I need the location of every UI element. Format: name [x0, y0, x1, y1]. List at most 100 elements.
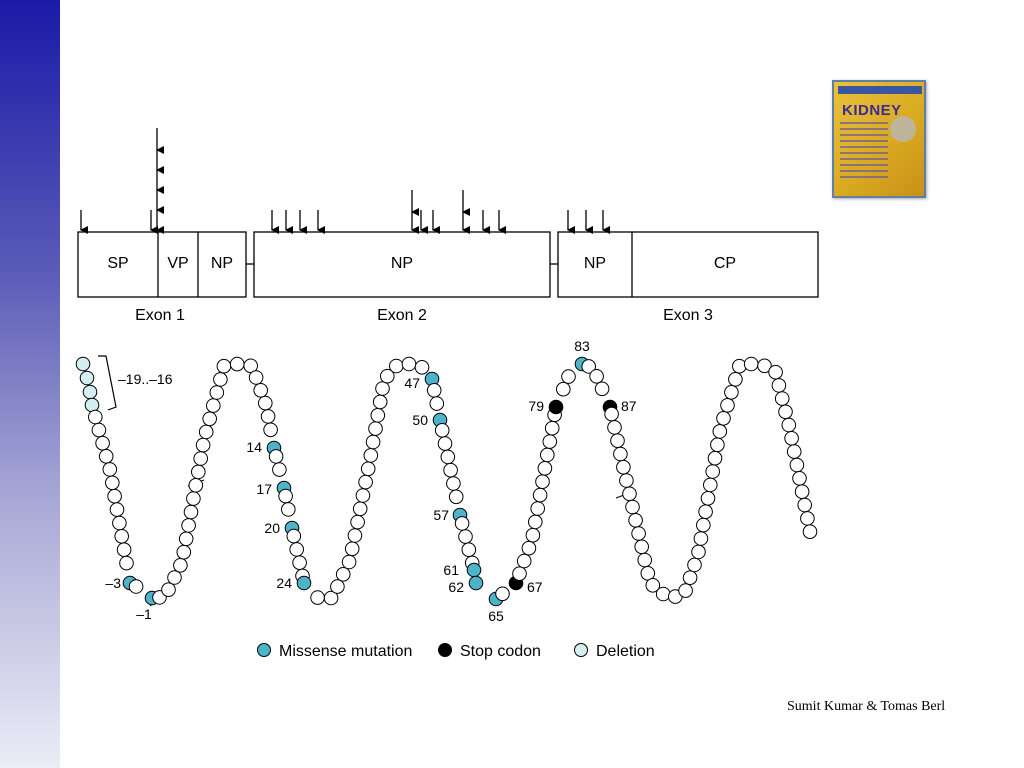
residue-normal	[365, 434, 381, 450]
residue-normal	[607, 420, 622, 435]
residue-normal	[260, 409, 276, 424]
residue-normal	[710, 437, 725, 453]
residue-normal	[604, 406, 619, 422]
residue-normal	[495, 586, 510, 602]
residue-normal	[540, 447, 555, 463]
residue-normal	[375, 381, 390, 396]
residue-normal	[743, 356, 759, 372]
residue-normal	[797, 497, 813, 513]
residue-normal	[289, 542, 305, 557]
residue-normal	[781, 417, 797, 433]
residue-label-14: 14	[246, 439, 262, 455]
residue-normal	[253, 383, 269, 398]
residue-normal	[700, 491, 716, 506]
residue-label-67: 67	[527, 579, 543, 595]
residue-normal	[380, 368, 395, 384]
residue-normal	[687, 557, 702, 573]
residue-normal	[625, 499, 640, 515]
residue-normal	[631, 526, 646, 541]
residue-normal	[286, 528, 302, 544]
residue-label-24: 24	[276, 575, 292, 591]
exon-1-block: SP VP NP	[77, 231, 247, 298]
residue-normal	[645, 578, 661, 593]
residue-normal	[281, 502, 296, 517]
residue-normal	[213, 372, 228, 387]
residue-normal	[448, 489, 464, 505]
residue-normal	[216, 358, 232, 374]
residue-normal	[613, 446, 628, 462]
residue-normal	[535, 474, 550, 490]
residue-normal	[446, 476, 461, 491]
residue-label-61: 61	[443, 562, 459, 578]
residue-normal	[128, 579, 144, 594]
residue-normal	[698, 504, 713, 520]
residue-normal	[358, 474, 373, 490]
legend-missense-swatch	[257, 643, 271, 657]
residue-normal	[537, 461, 553, 476]
residue-normal	[530, 501, 546, 516]
gene-box-np-2: NP	[391, 255, 413, 272]
residue-normal	[544, 420, 560, 436]
residue-stop	[548, 399, 564, 415]
residue-normal	[105, 475, 120, 491]
residue-normal	[278, 488, 293, 504]
residue-normal	[724, 385, 739, 400]
residue-label-87: 87	[621, 398, 637, 414]
residue-label-57: 57	[433, 507, 449, 523]
residue-normal	[310, 590, 325, 605]
gene-box-cp: CP	[714, 255, 736, 272]
exon-1-label: Exon 1	[135, 307, 185, 324]
residue-normal	[360, 461, 376, 477]
residue-normal	[91, 422, 107, 438]
residue-label-79: 79	[528, 398, 544, 414]
gene-box-np-1: NP	[211, 255, 233, 272]
residue-missense	[296, 575, 312, 591]
residue-normal	[768, 364, 783, 380]
residue-label-50: 50	[412, 412, 428, 428]
residue-normal	[774, 391, 790, 406]
residue-normal	[437, 436, 453, 451]
residue-normal	[678, 583, 693, 598]
residue-normal	[370, 408, 386, 423]
residue-label-62: 62	[448, 579, 464, 595]
residue-deletion	[82, 384, 98, 400]
residue-normal	[186, 491, 201, 506]
residue-normal	[784, 431, 799, 446]
residue-label-minus1: –1	[136, 606, 152, 622]
residue-normal	[109, 502, 125, 517]
book-cover-band	[838, 86, 922, 94]
residue-normal	[98, 449, 114, 464]
deletion-bracket	[98, 355, 117, 411]
residue-normal	[95, 435, 110, 451]
residue-normal	[195, 437, 211, 453]
residue-normal	[634, 539, 650, 555]
residue-normal	[368, 421, 383, 436]
residue-normal	[542, 434, 558, 449]
residue-normal	[556, 381, 571, 397]
residue-normal	[532, 487, 548, 503]
exon-2-outline	[253, 231, 551, 298]
residue-normal	[188, 478, 204, 493]
residue-normal	[561, 369, 576, 384]
residue-normal	[720, 398, 735, 413]
residue-normal	[778, 404, 793, 420]
residue-normal	[426, 383, 442, 398]
residue-normal	[581, 359, 597, 374]
residue-normal	[350, 514, 365, 530]
exon-2-label: Exon 2	[377, 307, 427, 324]
residue-normal	[800, 511, 815, 526]
residue-ticks	[149, 435, 633, 607]
kidney-illustration-icon	[890, 116, 916, 142]
residue-normal	[330, 579, 345, 594]
residue-label-deletion-range: –19..–16	[118, 371, 173, 387]
slide-sidebar-gradient	[0, 0, 60, 768]
book-cover-text-lines	[840, 122, 888, 182]
residue-normal	[696, 517, 711, 533]
slide-credit: Sumit Kumar & Tomas Berl	[787, 699, 946, 714]
residue-normal	[771, 378, 787, 393]
residue-normal	[521, 540, 537, 556]
kidney-book-cover: KIDNEY	[832, 80, 926, 198]
residue-normal	[112, 515, 127, 531]
residue-normal	[206, 398, 221, 413]
